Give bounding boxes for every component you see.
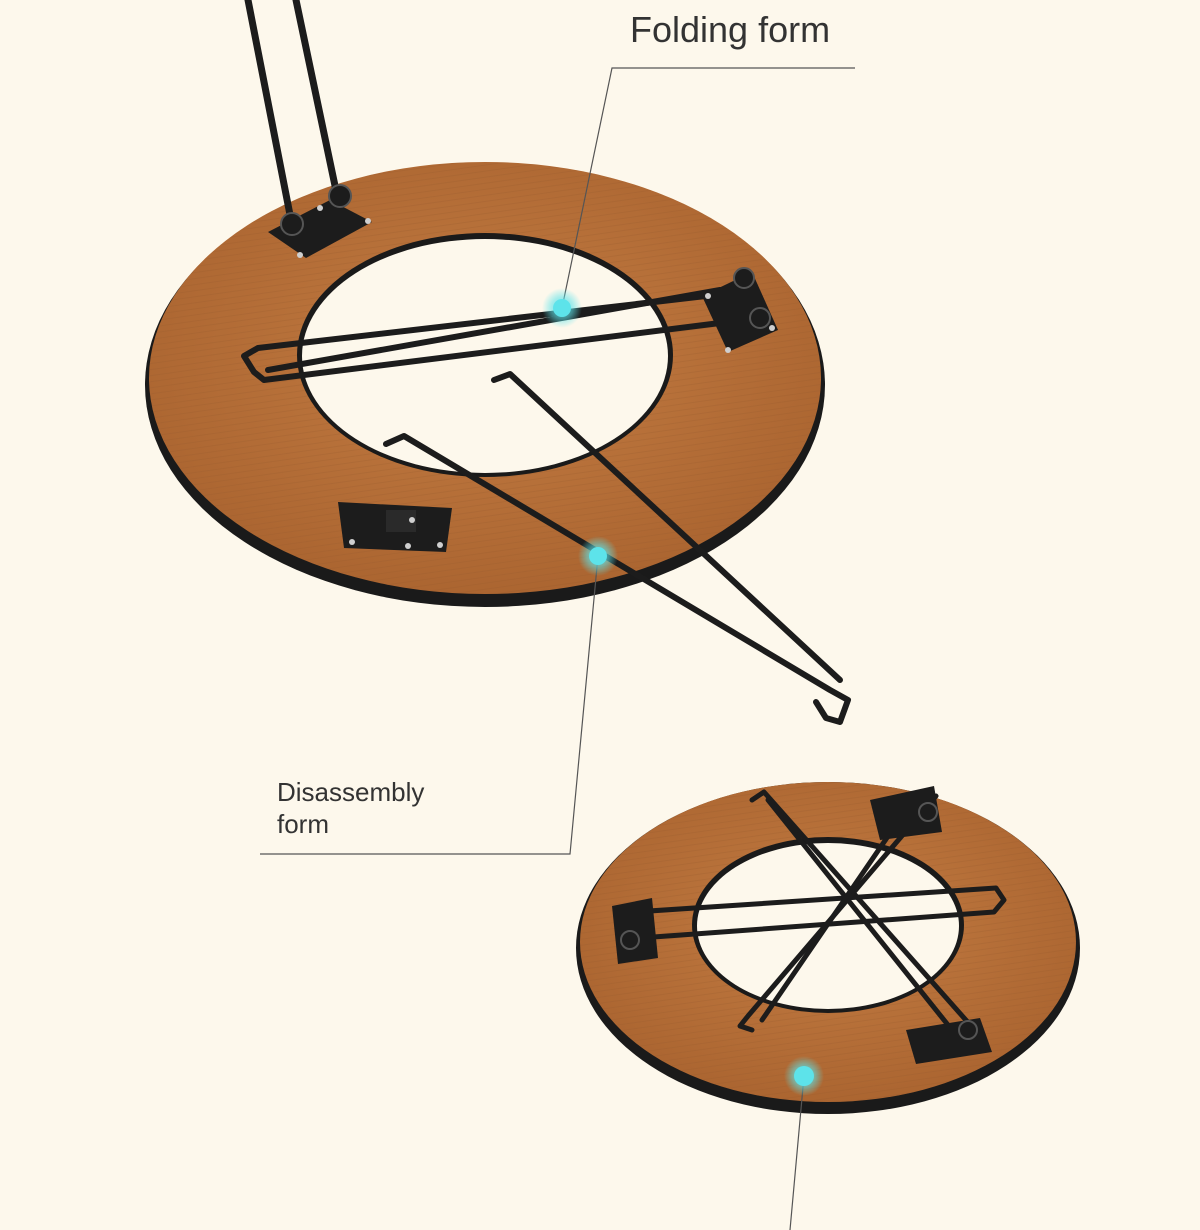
large-table-top [145, 162, 825, 607]
upright-legs [244, 0, 342, 229]
hotspot-disassembly[interactable] [578, 536, 618, 576]
small-table-top [576, 782, 1080, 1114]
leader-lines [260, 67, 855, 1230]
bracket-bottom [338, 502, 452, 552]
disassembly-label-line1: Disassembly [277, 777, 425, 807]
folded-legs [241, 287, 763, 383]
hotspot-small-table[interactable] [784, 1056, 824, 1096]
detached-legs [383, 371, 851, 725]
bracket-right [702, 267, 778, 353]
folding-form-label: Folding form [630, 9, 831, 50]
hotspot-folding[interactable] [542, 288, 582, 328]
bracket-top-left [268, 184, 372, 258]
disassembly-label-line2: form [277, 809, 329, 839]
small-table-brackets [612, 786, 992, 1064]
disassembly-form-label: Disassembly form [277, 776, 517, 840]
